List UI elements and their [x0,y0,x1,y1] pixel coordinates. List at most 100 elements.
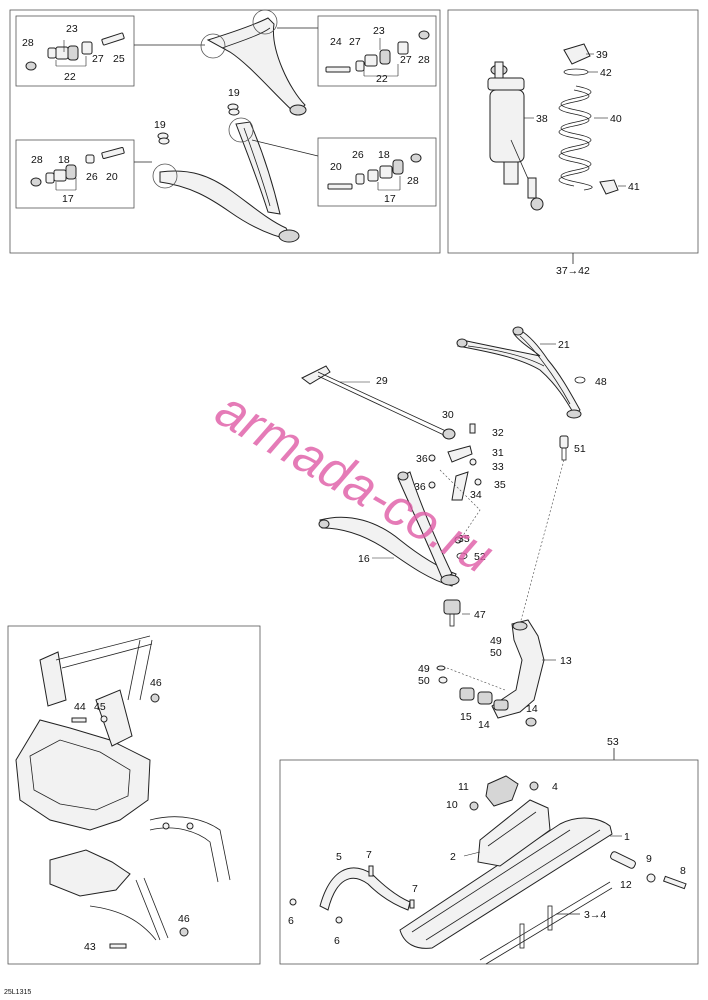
callout-34: 34 [470,489,482,501]
diagram-reference-code: 25L1315 [4,989,31,996]
callout-10: 10 [446,799,458,811]
callout-11: 11 [458,781,469,793]
callout-33: 33 [492,461,504,473]
callout-25: 25 [113,53,125,65]
callout-28-d: 28 [407,175,419,187]
lower-a-arm [152,117,300,243]
spacer-12 [610,851,636,869]
callout-14-b: 14 [526,703,538,715]
callout-21: 21 [558,339,570,351]
chassis-panel: 46 44 45 46 43 [7,625,261,965]
nut-46-a [150,693,160,703]
bushing-14-b [525,717,537,727]
callout-27-a: 27 [92,53,104,65]
callout-45: 45 [94,701,106,713]
bolt-43 [109,943,127,949]
callout-20-b: 20 [330,161,342,173]
callout-12: 12 [620,879,632,891]
callout-23-a: 23 [66,23,78,35]
callout-28-b: 28 [418,54,430,66]
washer-9 [646,873,656,883]
ski-panel-frame [279,759,699,965]
ball-joint-47 [443,599,461,627]
callout-26-b: 26 [352,149,364,161]
chassis-panel-frame [7,625,261,965]
inset-box-upper-right [317,15,437,87]
callout-31: 31 [492,447,504,459]
callout-17-a: 17 [62,193,74,205]
callout-42: 42 [600,67,612,79]
callout-14-a: 14 [478,719,490,731]
bolt-8 [662,875,687,890]
callout-19-b: 19 [154,119,166,131]
ball-joint-51 [559,435,569,461]
spring-cap-39 [563,43,591,65]
callout-35-b: 35 [458,533,470,545]
nut-46-b [179,927,189,937]
callout-41: 41 [628,181,640,193]
callout-50-b: 50 [418,675,430,687]
callout-15: 15 [460,711,472,723]
ring-52 [456,552,468,560]
ski-loop-5 [319,867,411,911]
callout-28-a: 28 [22,37,34,49]
front-suspension-assembly: 21 48 29 30 32 31 36 33 36 35 34 [301,326,607,731]
a-arm-detail-panel: 23 28 27 25 22 23 24 27 27 [9,9,441,254]
callout-27-c: 27 [400,54,412,66]
assembly-guide-line [519,459,565,625]
upper-a-arm-21 [456,326,582,419]
upper-a-arm [200,9,307,116]
bolt-44 [71,717,87,723]
ring-42 [563,68,589,76]
coil-spring-40 [558,85,593,191]
callout-36-a: 36 [416,453,428,465]
a-arm-panel-frame [9,9,441,254]
callout-39: 39 [596,49,608,61]
callout-7-a: 7 [366,849,372,861]
callout-46-b: 46 [178,913,190,925]
screw-7-a [368,865,374,877]
bushing-14 [477,691,493,705]
inset-box-lower-right [317,137,437,207]
callout-1: 1 [624,831,630,843]
callout-28-c: 28 [31,154,43,166]
shock-absorber [487,61,544,211]
callout-43: 43 [84,941,96,953]
callout-44: 44 [74,701,86,713]
callout-16: 16 [358,553,370,565]
shock-panel-frame [447,9,699,254]
callout-23-b: 23 [373,25,385,37]
callout-7-b: 7 [412,883,418,895]
bushing-15 [459,687,475,701]
ring-48 [574,376,586,384]
nut-10 [469,801,479,811]
bolt-6-b [335,916,343,924]
callout-5: 5 [336,851,342,863]
callout-32: 32 [492,427,504,439]
hardware-31-to-36 [428,423,482,541]
callout-29: 29 [376,375,388,387]
callout-27-b: 27 [349,36,361,48]
callout-24: 24 [330,36,342,48]
callout-2: 2 [450,851,456,863]
bolt-6-a [289,898,297,906]
callout-9: 9 [646,853,652,865]
washer-45 [100,715,108,723]
shock-kit-label: 37→42 [556,265,590,277]
callout-38: 38 [536,113,548,125]
washers-19 [157,103,240,145]
inset-box-upper-left [15,15,135,87]
callout-26-a: 26 [86,171,98,183]
nut-4-a [529,781,539,791]
callout-49-a: 49 [490,635,502,647]
callout-35-a: 35 [494,479,506,491]
callout-17-b: 17 [384,193,396,205]
washers-49-50 [436,665,506,691]
hardware-set-upper-right [325,30,430,77]
callout-49-b: 49 [418,663,430,675]
hardware-set-lower-right [327,153,422,191]
lower-a-arm-16 [318,471,460,587]
callout-18-a: 18 [58,154,70,166]
nut-35 [454,536,462,544]
